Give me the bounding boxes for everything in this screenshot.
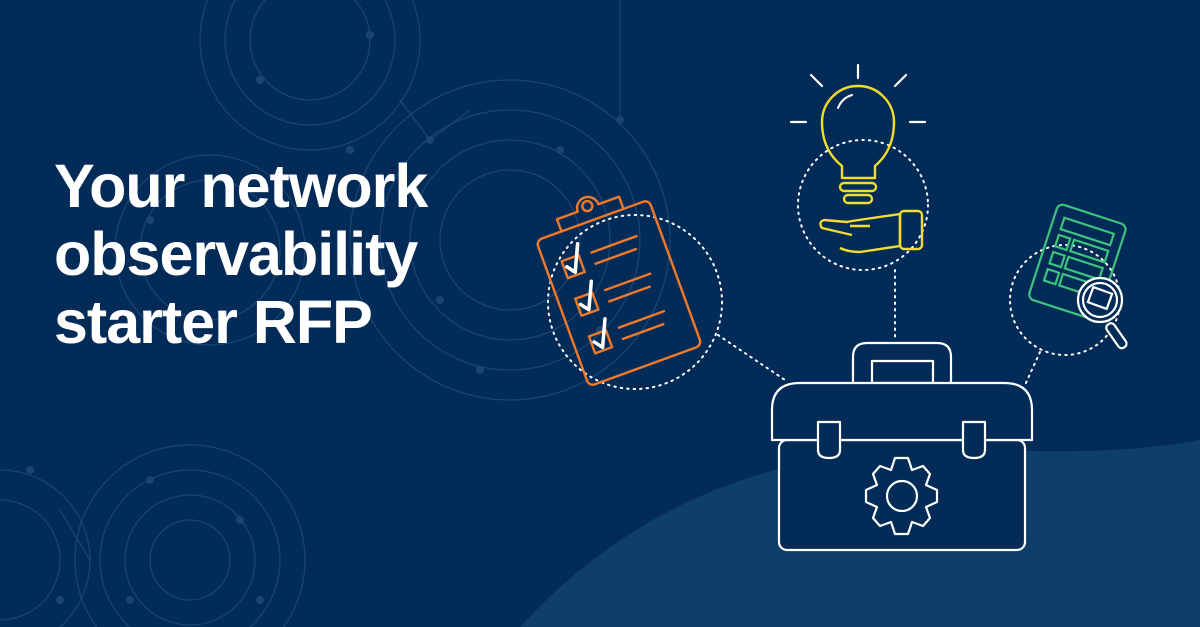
dotted-connectors — [547, 139, 1121, 390]
light-rays — [789, 63, 927, 124]
spreadsheet-magnifier-icon — [1028, 203, 1128, 350]
toolbox-gear-icon — [770, 341, 1034, 552]
headline-line-1: Your network — [54, 152, 428, 220]
headline: Your network observability starter RFP — [54, 152, 428, 356]
clipboard-checklist-icon — [536, 195, 702, 386]
headline-line-3: starter RFP — [54, 288, 373, 356]
headline-line-2: observability — [54, 220, 418, 288]
lightbulb-hand-icon — [789, 63, 927, 254]
